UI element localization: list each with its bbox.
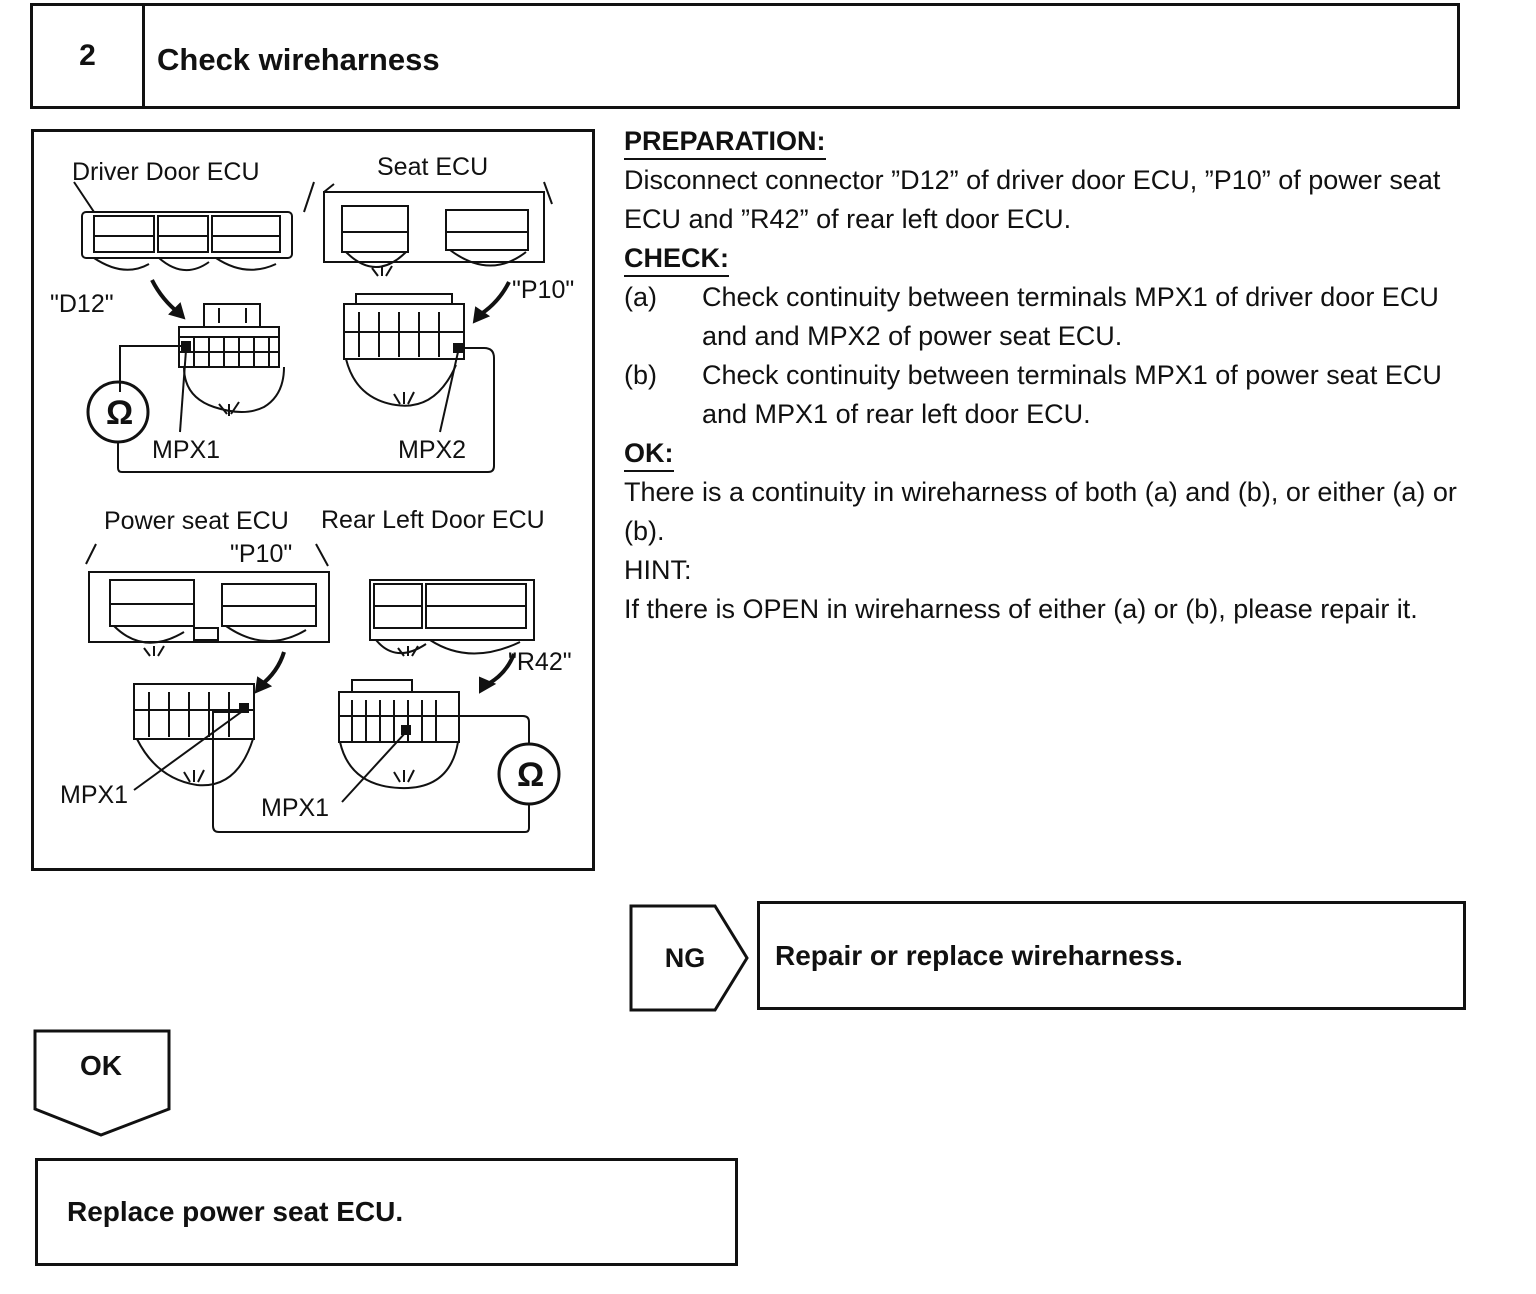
diagram-drawing: Ω Ω Driver Door ECU Seat ECU "D12" "P10"… xyxy=(50,153,574,833)
step-title: Check wireharness xyxy=(157,42,440,77)
check-step-letter: (a) xyxy=(624,282,657,312)
ng-action-box: Repair or replace wireharness. xyxy=(757,901,1466,1010)
preparation-text: Disconnect connector ”D12” of driver doo… xyxy=(624,165,1441,234)
step-number: 2 xyxy=(33,6,145,106)
label-power-seat-ecu: Power seat ECU xyxy=(104,507,289,535)
hint-text: If there is OPEN in wireharness of eithe… xyxy=(624,594,1418,624)
connector-r42-illustration xyxy=(338,679,460,790)
ok-heading: OK: xyxy=(624,436,674,472)
ok-label: OK xyxy=(80,1050,122,1081)
label-rear-left-door-ecu: Rear Left Door ECU xyxy=(321,506,545,534)
check-step-text: Check continuity between terminals MPX1 … xyxy=(702,360,1442,429)
power-seat-ecu-illustration xyxy=(85,543,330,657)
check-step-a: (a) Check continuity between terminals M… xyxy=(624,278,1474,356)
label-connector-r42: "R42" xyxy=(508,648,572,676)
check-step-letter: (b) xyxy=(624,360,657,390)
procedure-text: PREPARATION: Disconnect connector ”D12” … xyxy=(624,122,1474,629)
ng-arrow-tag xyxy=(629,904,749,1012)
connector-d12-illustration xyxy=(178,303,285,416)
seat-ecu-illustration xyxy=(323,181,553,277)
label-connector-d12: "D12" xyxy=(50,290,114,318)
ohmmeter-top-icon: Ω xyxy=(106,394,133,432)
label-driver-door-ecu: Driver Door ECU xyxy=(72,158,260,186)
connector-p10-illustration xyxy=(343,293,465,407)
step-header: 2 Check wireharness xyxy=(30,3,1460,109)
label-mpx2-top: MPX2 xyxy=(398,436,466,464)
label-seat-ecu: Seat ECU xyxy=(377,153,488,181)
driver-door-ecu-illustration xyxy=(73,181,315,271)
label-connector-p10-bottom: "P10" xyxy=(230,540,292,568)
hint-heading: HINT: xyxy=(624,555,692,585)
preparation-heading: PREPARATION: xyxy=(624,124,826,160)
ok-text: There is a continuity in wireharness of … xyxy=(624,477,1457,546)
ok-arrow-tag xyxy=(33,1029,171,1137)
ng-label: NG xyxy=(664,942,706,973)
label-connector-p10-top: "P10" xyxy=(512,276,574,304)
label-mpx1-top: MPX1 xyxy=(152,436,220,464)
check-step-b: (b) Check continuity between terminals M… xyxy=(624,356,1474,434)
wiring-diagram: Ω Ω Driver Door ECU Seat ECU "D12" "P10"… xyxy=(31,129,595,871)
label-mpx1-bottom-right: MPX1 xyxy=(261,794,329,822)
ok-action-box: Replace power seat ECU. xyxy=(35,1158,738,1266)
ohmmeter-bottom-icon: Ω xyxy=(517,756,544,794)
rear-left-door-ecu-illustration xyxy=(369,579,535,657)
connector-p10-bottom-illustration xyxy=(133,683,255,787)
check-heading: CHECK: xyxy=(624,241,729,277)
check-step-text: Check continuity between terminals MPX1 … xyxy=(702,282,1439,351)
label-mpx1-bottom-left: MPX1 xyxy=(60,781,128,809)
